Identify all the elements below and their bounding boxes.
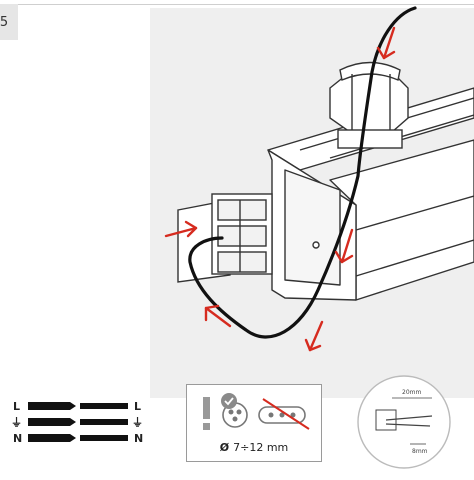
gland-thread [337, 129, 403, 149]
flat-cable-core-1 [268, 412, 274, 418]
wire-left-L [28, 402, 70, 410]
round-cable-core-1 [228, 409, 234, 415]
right-label-L: L [134, 400, 141, 413]
left-label-N: N [13, 432, 22, 445]
detail-wire-2 [385, 423, 431, 427]
diameter-symbol: Ø [219, 441, 230, 454]
right-label-PE: ⏚ [132, 416, 143, 429]
profile-groove-2 [355, 239, 474, 277]
screw-hole [312, 241, 320, 249]
flat-cable-icon [258, 406, 306, 424]
step-badge: 5 [0, 4, 18, 40]
gland-cap [339, 61, 401, 81]
strip-length-detail: 20mm 8mm [357, 375, 451, 469]
check-icon [221, 393, 237, 409]
right-label-N: N [134, 432, 143, 445]
arrow-right-left [164, 220, 198, 238]
wiring-legend: L ⏚ N L ⏚ N [11, 400, 143, 445]
wire-right-L [80, 403, 128, 409]
step-number: 5 [0, 14, 9, 30]
flat-cable-core-2 [279, 412, 285, 418]
detail-connector [375, 409, 397, 431]
cable-gland [329, 61, 409, 149]
warning-dot [203, 423, 210, 430]
wire-tip-N [70, 434, 76, 442]
direction-arrows [164, 26, 396, 352]
header-rule [18, 4, 474, 5]
arrow-down-right [304, 320, 324, 352]
profile-groove [355, 195, 474, 231]
check-mark [224, 397, 234, 406]
wire-tip-PE [70, 418, 76, 426]
detail-wire-1 [385, 415, 433, 421]
wire-left-PE [28, 418, 70, 426]
round-cable-core-3 [232, 416, 238, 422]
left-label-PE: ⏚ [11, 416, 22, 429]
arrow-down-top [376, 26, 396, 60]
wire-right-PE [80, 419, 128, 425]
wire-right-N [80, 435, 128, 441]
power-cable [188, 6, 417, 339]
arrow-down-inside [334, 228, 354, 264]
detail-circle [357, 375, 451, 469]
diameter-value: 7÷12 mm [233, 441, 289, 454]
left-label-L: L [13, 400, 20, 413]
arrow-up-left [204, 304, 232, 328]
dim-bottom-label: 8mm [412, 448, 428, 455]
terminal-slot-3 [217, 251, 267, 273]
round-cable-core-2 [236, 409, 242, 415]
profile-inner-channel [284, 169, 341, 286]
flat-cable-core-3 [290, 412, 296, 418]
terminal-slot-2 [217, 225, 267, 247]
not-allowed-strike-icon [262, 398, 310, 430]
wire-left-N [28, 434, 70, 442]
wire-tip-L [70, 402, 76, 410]
spec-icons [203, 393, 310, 430]
terminal-slot-1 [217, 199, 267, 221]
warning-exclamation-icon [203, 397, 210, 419]
dim-top-label: 20mm [402, 389, 421, 396]
